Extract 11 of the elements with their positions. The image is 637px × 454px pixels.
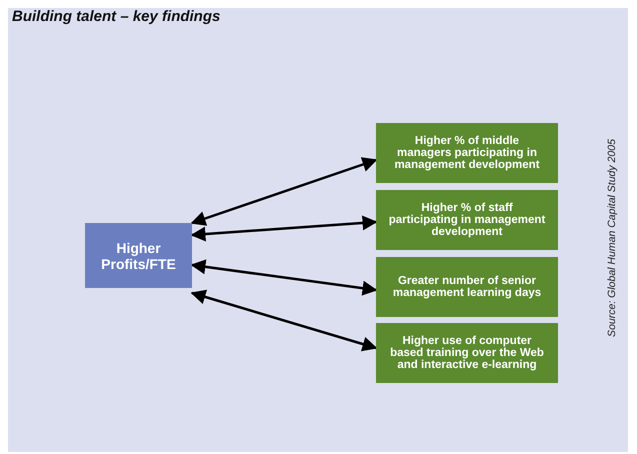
title: Building talent – key findings — [12, 8, 220, 25]
result-box: Higher Profits/FTE — [85, 223, 192, 288]
double-arrow — [190, 259, 378, 296]
double-arrow — [190, 290, 378, 352]
source-note: Source: Global Human Capital Study 2005 — [606, 139, 618, 337]
finding-box: Greater number of senior management learning days — [376, 257, 558, 317]
finding-box: Higher % of middle managers participating in management development — [376, 123, 558, 183]
double-arrow — [190, 157, 378, 226]
finding-box: Higher % of staff participating in management development — [376, 190, 558, 250]
finding-box: Higher use of computer based training over the Web and interactive e-learning — [376, 323, 558, 383]
double-arrow — [190, 215, 378, 242]
